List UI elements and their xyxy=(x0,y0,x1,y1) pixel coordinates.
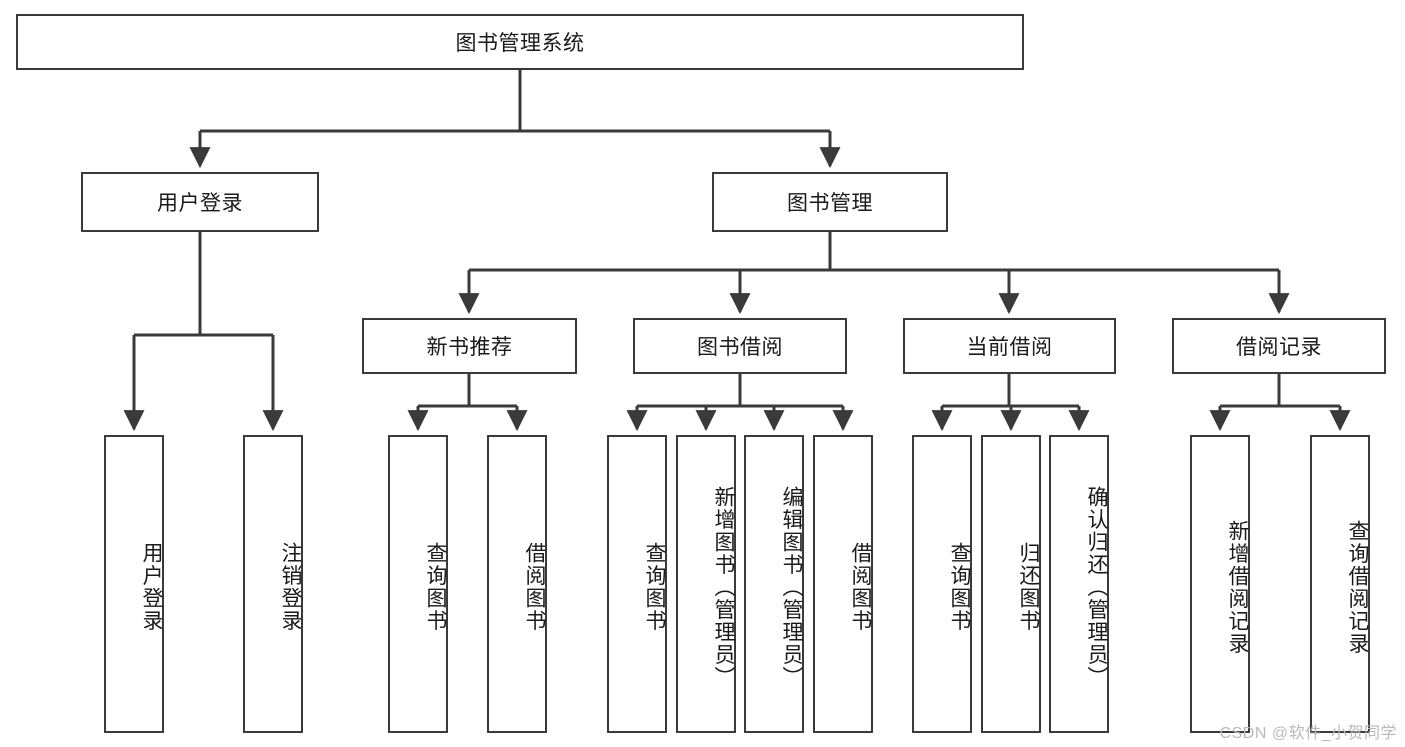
leaf-query-book-current-label: 查询图书 xyxy=(948,542,971,632)
leaf-logout-label: 注销登录 xyxy=(279,542,302,632)
leaf-query-borrow-record[interactable]: 查询借阅记录 xyxy=(1310,435,1370,733)
leaf-return-book-label: 归还图书 xyxy=(1017,542,1040,632)
leaf-query-book-current[interactable]: 查询图书 xyxy=(912,435,972,733)
node-root[interactable]: 图书管理系统 xyxy=(16,14,1024,70)
leaf-confirm-return-admin-label: 确认归还（管理员） xyxy=(1085,485,1108,689)
leaf-query-book-borrow-label: 查询图书 xyxy=(643,542,666,632)
node-new-book-recommend-label: 新书推荐 xyxy=(426,336,513,359)
leaf-add-borrow-record[interactable]: 新增借阅记录 xyxy=(1190,435,1250,733)
leaf-add-book-admin-label: 新增图书（管理员） xyxy=(712,485,735,689)
node-book-borrow[interactable]: 图书借阅 xyxy=(633,318,847,374)
leaf-borrow-book-label: 借阅图书 xyxy=(849,542,872,632)
leaf-borrow-book-recommend[interactable]: 借阅图书 xyxy=(487,435,547,733)
watermark-text: CSDN @软件_小贺同学 xyxy=(1219,725,1397,742)
node-borrow-records-label: 借阅记录 xyxy=(1236,336,1322,359)
node-user-login[interactable]: 用户登录 xyxy=(81,172,319,232)
node-current-borrow-label: 当前借阅 xyxy=(966,336,1053,359)
leaf-logout[interactable]: 注销登录 xyxy=(243,435,303,733)
leaf-edit-book-admin-label: 编辑图书（管理员） xyxy=(780,485,803,689)
leaf-borrow-book[interactable]: 借阅图书 xyxy=(813,435,873,733)
leaf-query-book-recommend-label: 查询图书 xyxy=(424,542,447,632)
node-new-book-recommend[interactable]: 新书推荐 xyxy=(362,318,577,374)
leaf-add-book-admin[interactable]: 新增图书（管理员） xyxy=(676,435,736,733)
node-book-management-label: 图书管理 xyxy=(787,192,873,215)
leaf-user-login-label: 用户登录 xyxy=(140,542,163,632)
node-current-borrow[interactable]: 当前借阅 xyxy=(903,318,1116,374)
leaf-borrow-book-recommend-label: 借阅图书 xyxy=(523,542,546,632)
node-user-login-label: 用户登录 xyxy=(157,192,243,215)
node-book-borrow-label: 图书借阅 xyxy=(697,336,783,359)
leaf-user-login[interactable]: 用户登录 xyxy=(104,435,164,733)
node-root-label: 图书管理系统 xyxy=(455,32,585,55)
leaf-add-borrow-record-label: 新增借阅记录 xyxy=(1226,519,1249,655)
leaf-query-borrow-record-label: 查询借阅记录 xyxy=(1346,519,1369,655)
leaf-return-book[interactable]: 归还图书 xyxy=(981,435,1041,733)
leaf-confirm-return-admin[interactable]: 确认归还（管理员） xyxy=(1049,435,1109,733)
leaf-edit-book-admin[interactable]: 编辑图书（管理员） xyxy=(744,435,804,733)
node-book-management[interactable]: 图书管理 xyxy=(712,172,948,232)
leaf-query-book-recommend[interactable]: 查询图书 xyxy=(388,435,448,733)
node-borrow-records[interactable]: 借阅记录 xyxy=(1172,318,1386,374)
leaf-query-book-borrow[interactable]: 查询图书 xyxy=(607,435,667,733)
